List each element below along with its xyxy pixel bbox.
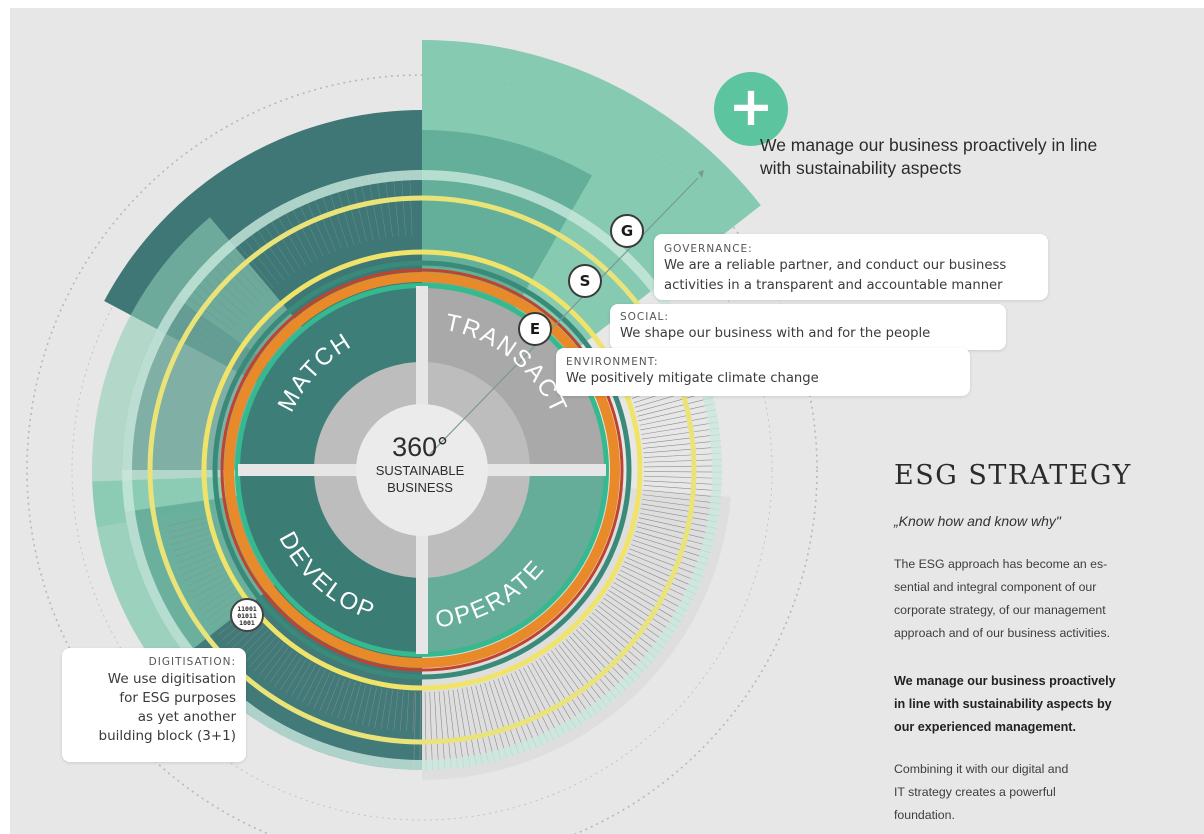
center-360: 360° [392,432,448,462]
esg-wheel-diagram: MATCH TRANSACT OPERATE DEVELOP [26,40,818,834]
governance-line-1: We are a reliable partner, and conduct o… [664,258,1007,273]
p1-line-1: The ESG approach has become an es- [894,557,1108,571]
strategy-paragraph-1: The ESG approach has become an es- senti… [894,553,1184,645]
headline-line-1: We manage our business proactively in li… [760,135,1098,155]
arrow-line [429,177,699,455]
p1-line-2: sential and integral component of our [894,580,1097,594]
environment-caption: ENVIRONMENT: [566,356,659,368]
p1-line-3: corporate strategy, of our management [894,603,1106,617]
digitisation-line-1: We use digitisation [107,671,236,687]
ring-red [220,268,624,672]
center-line-2: BUSINESS [387,480,453,495]
sector-operate-bg [422,485,731,780]
ring-light-mint [122,170,722,770]
headline-line-2: with sustainability aspects [760,158,962,178]
social-caption: SOCIAL: [620,311,669,323]
digitisation-box: DIGITISATION: We use digitisation for ES… [62,648,246,762]
p2-line-2: in line with sustainability aspects by [894,697,1112,711]
arrow-head [698,170,704,178]
social-box: SOCIAL: We shape our business with and f… [610,304,1006,350]
social-line-1: We shape our business with and for the p… [620,326,931,341]
governance-caption: GOVERNANCE: [664,243,753,255]
binary-code-icon: 11001 01011 1001 [230,598,264,632]
p3-line-2: IT strategy creates a powerful [894,785,1056,799]
inner-dotted-ring [71,119,773,821]
headline: We manage our business proactively in li… [760,134,1160,180]
governance-badge: G [610,214,644,248]
ring-yellow [201,249,643,691]
digitisation-line-3: as yet another [137,709,236,725]
p2-line-1: We manage our business proactively [894,674,1116,688]
governance-box: GOVERNANCE: We are a reliable partner, a… [654,234,1048,300]
p3-line-1: Combining it with our digital and [894,762,1069,776]
esg-infographic: MATCH TRANSACT OPERATE DEVELOP + We mana… [10,8,1204,834]
environment-badge: E [518,312,552,346]
environment-line-1: We positively mitigate climate change [566,371,819,386]
center-line-1: SUSTAINABLE [375,463,465,478]
environment-box: ENVIRONMENT: We positively mitigate clim… [556,348,970,396]
digitisation-caption: DIGITISATION: [148,656,236,668]
social-badge: S [568,264,602,298]
esg-strategy-title: ESG STRATEGY [894,460,1132,491]
governance-line-2: activities in a transparent and accounta… [664,278,1003,293]
esg-strategy-quote: „Know how and know why" [894,513,1061,529]
digitisation-line-2: for ESG purposes [119,690,236,706]
strategy-paragraph-2: We manage our business proactively in li… [894,670,1184,739]
plus-icon: + [714,72,788,146]
tick-ring-match [162,170,413,353]
center-disc [356,404,488,536]
center-label: 360° SUSTAINABLE BUSINESS [360,432,480,496]
p1-line-4: approach and of our business activities. [894,626,1111,640]
ring-orange [224,272,620,668]
p3-line-3: foundation. [894,808,955,822]
strategy-paragraph-3: Combining it with our digital and IT str… [894,758,1184,827]
p2-line-3: our experienced management. [894,720,1076,734]
digitisation-line-4: building block (3+1) [98,728,237,744]
ring-yellow-outer [147,195,697,745]
ring-teal [212,260,632,680]
